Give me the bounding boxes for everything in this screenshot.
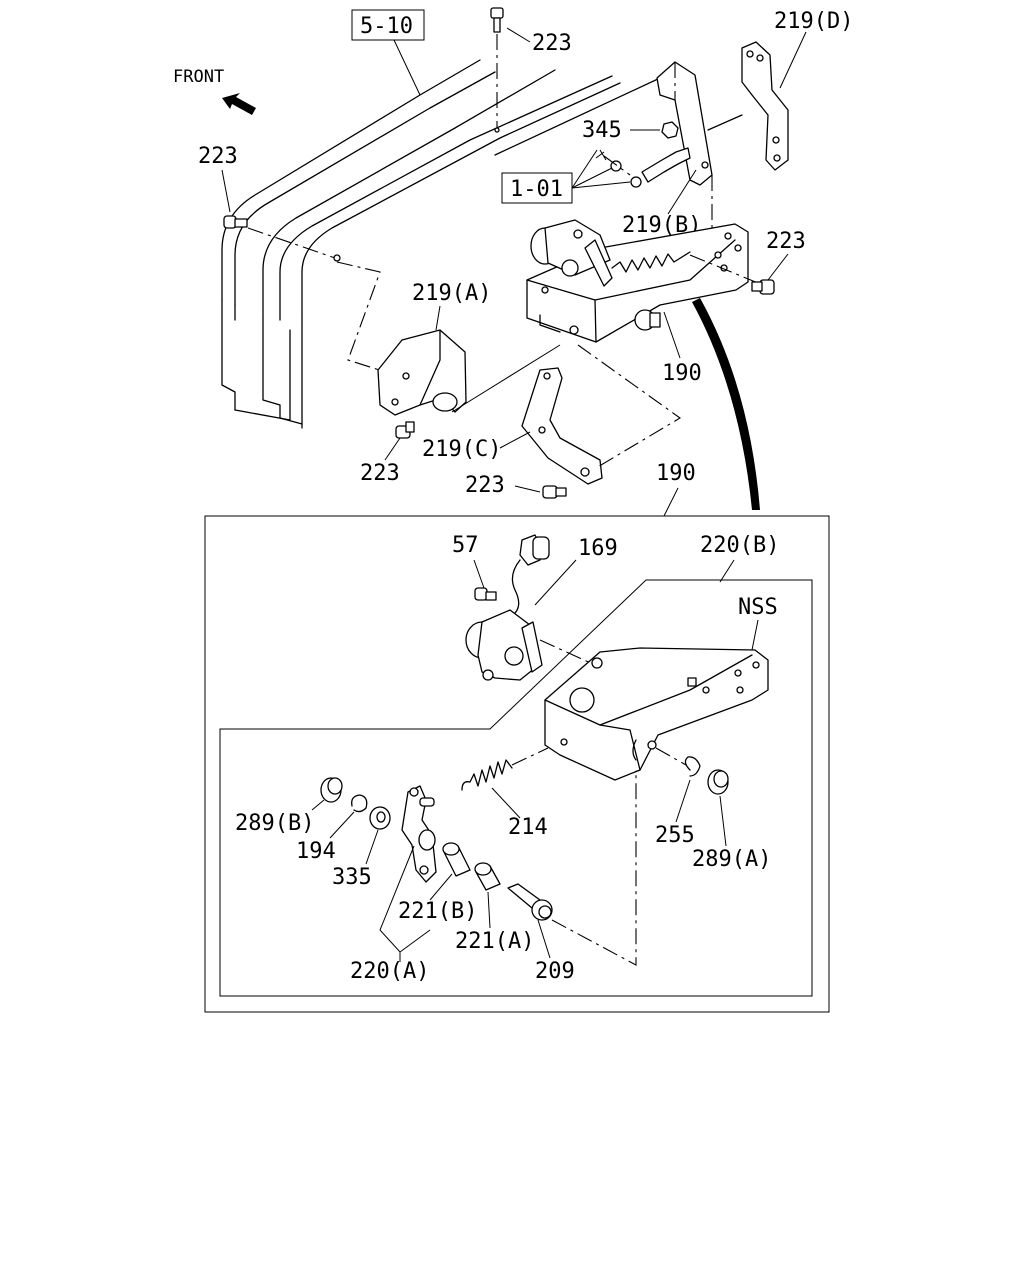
- leader-209: [537, 919, 551, 959]
- callout-221a: 221(A): [455, 929, 534, 954]
- callout-289a: 289(A): [692, 847, 771, 872]
- leader-255: [675, 779, 691, 823]
- front-arrow-icon: [222, 93, 256, 115]
- bolt-223-right: [751, 279, 775, 295]
- leader-220a-bracket: [379, 929, 431, 962]
- clip-194: [351, 794, 368, 813]
- callout-255: 255: [655, 823, 695, 848]
- bolt-223-left: [223, 215, 396, 376]
- leader-223-bottom: [514, 485, 541, 493]
- bracket-219c: [521, 344, 682, 485]
- leader-5-10: [393, 39, 421, 96]
- leader-221b: [429, 873, 453, 901]
- callout-223-lower: 223: [360, 461, 400, 486]
- callout-223-right: 223: [766, 229, 806, 254]
- washer-335: [369, 806, 391, 830]
- pivot-bolt-209: [507, 883, 553, 921]
- leader-221a: [487, 891, 491, 929]
- nut-289a: [707, 769, 729, 795]
- ref-box-5-10: [351, 9, 425, 41]
- callout-190-assembly: 190: [662, 361, 702, 386]
- leader-219a-link: [451, 344, 561, 413]
- bracket-219b: [656, 61, 713, 230]
- callout-345: 345: [582, 118, 622, 143]
- leader-223-right: [767, 253, 789, 281]
- detail-outer-frame: [204, 515, 830, 1013]
- bushing-221a: [474, 862, 501, 891]
- leader-190-assembly: [663, 311, 681, 359]
- callout-57: 57: [452, 533, 479, 558]
- bushing-221b: [442, 842, 471, 877]
- leader-335: [365, 829, 379, 865]
- bolt-223-bottom: [542, 485, 567, 499]
- callout-223-top: 223: [532, 31, 572, 56]
- leader-223-left: [221, 169, 231, 213]
- bracket-220b: [544, 647, 769, 781]
- spring-214: [461, 747, 549, 791]
- leader-219d: [779, 31, 807, 89]
- bolt-57: [474, 587, 497, 601]
- callout-335: 335: [332, 865, 372, 890]
- callout-220b: 220(B): [700, 533, 779, 558]
- nut-289b: [320, 777, 343, 803]
- assembly-path-209: [551, 770, 637, 966]
- leader-219b: [667, 169, 697, 215]
- leader-169: [534, 559, 577, 606]
- clip-255: [655, 747, 701, 777]
- callout-169: 169: [578, 536, 618, 561]
- leader-nss: [751, 619, 759, 651]
- bolt-223-top: [490, 7, 504, 133]
- leader-220a-left: [379, 845, 415, 931]
- pedal-bracket-assembly-190: [526, 219, 759, 343]
- callout-223-left: 223: [198, 144, 238, 169]
- label-nss: NSS: [738, 595, 778, 620]
- detail-pointer-arrow: [692, 298, 760, 510]
- bolt-223-lower: [395, 421, 415, 439]
- callout-219c: 219(C): [422, 437, 501, 462]
- bracket-219d: [741, 41, 789, 171]
- callout-190-detail: 190: [656, 461, 696, 486]
- callout-289b: 289(B): [235, 811, 314, 836]
- leader-220b: [719, 559, 735, 583]
- leader-289a: [719, 795, 727, 847]
- callout-209: 209: [535, 959, 575, 984]
- bracket-219a: [377, 329, 467, 416]
- callout-194: 194: [296, 839, 336, 864]
- leader-219a: [435, 305, 441, 331]
- callout-220a: 220(A): [350, 959, 429, 984]
- pedal-lever-220a: [401, 785, 437, 883]
- leader-223-top: [506, 27, 531, 43]
- front-label: FRONT: [173, 67, 224, 87]
- leader-289b: [311, 799, 325, 811]
- callout-221b: 221(B): [398, 899, 477, 924]
- callout-214: 214: [508, 815, 548, 840]
- nut-345: [661, 121, 679, 139]
- leader-194: [329, 811, 355, 839]
- callout-219a: 219(A): [412, 281, 491, 306]
- detail-inner-frame: [219, 579, 813, 997]
- switch-169: [465, 534, 596, 681]
- leader-219c: [499, 431, 531, 449]
- leader-190-detail: [663, 487, 679, 517]
- leader-223-lower: [384, 437, 401, 461]
- leader-1-01: [571, 149, 631, 189]
- callout-223-bottom: 223: [465, 473, 505, 498]
- cable-fitting: [595, 147, 691, 188]
- leader-214: [491, 787, 521, 819]
- ref-1-01-label: 1-01: [510, 177, 563, 202]
- ref-5-10-label: 5-10: [360, 14, 413, 39]
- callout-219d: 219(D): [774, 9, 853, 34]
- cab-frame: [221, 59, 743, 429]
- leader-57: [473, 559, 485, 589]
